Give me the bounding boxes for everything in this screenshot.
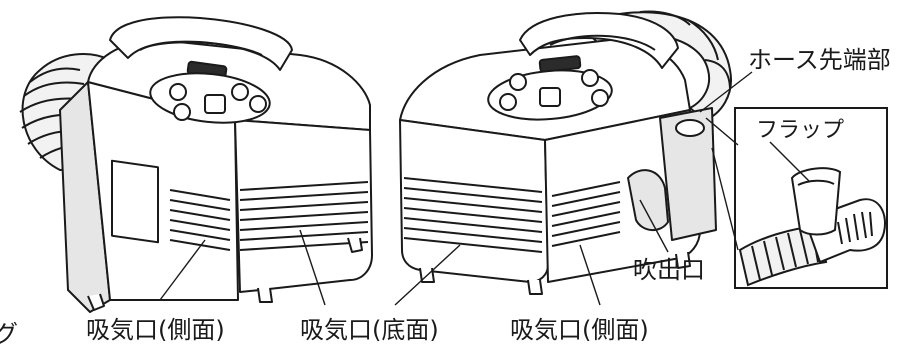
label-flap: フラップ	[756, 118, 845, 143]
label-outlet: 吹出口	[633, 256, 705, 284]
inset-flap	[790, 167, 842, 236]
leader-lines	[159, 71, 811, 306]
label-hose-tip: ホース先端部	[748, 46, 891, 74]
right-front-intake	[403, 177, 543, 253]
label-intake-side-right: 吸気口(側面)	[510, 316, 649, 344]
left-side-window	[111, 159, 159, 244]
flap-inset	[734, 107, 888, 289]
right-outlet-nozzle	[627, 169, 669, 231]
label-intake-bottom: 吸気口(底面)	[300, 316, 439, 344]
right-unit	[399, 10, 732, 295]
right-side-intake	[551, 181, 621, 247]
label-cut-off-left: グ	[0, 320, 18, 348]
right-outlet-housing	[659, 107, 717, 241]
left-unit	[19, 16, 373, 313]
label-intake-side-left: 吸気口(側面)	[86, 316, 225, 344]
inset-hose	[738, 224, 828, 287]
left-side-intake	[169, 189, 231, 251]
left-front-intake	[239, 181, 369, 251]
